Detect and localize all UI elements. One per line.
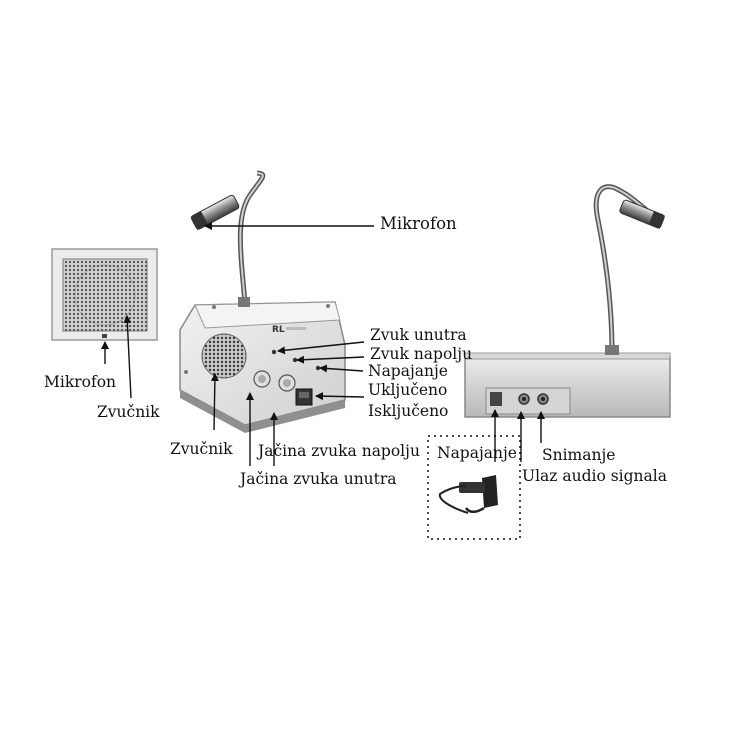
wall-speaker (51, 248, 158, 341)
label-zvuk-napolju: Zvuk napolju (370, 345, 473, 363)
label-jacina-unutra: Jačina zvuka unutra (240, 470, 397, 488)
rear-console (464, 184, 671, 418)
label-zvuk-unutra: Zvuk unutra (370, 326, 467, 344)
label-mikrofon-left: Mikrofon (44, 373, 117, 391)
label-ulaz-audio: Ulaz audio signala (522, 467, 667, 485)
label-jacina-napolju: Jačina zvuka napolju (258, 442, 420, 460)
label-iskljuceno: Isključeno (368, 402, 449, 420)
front-console: RL (179, 170, 346, 433)
label-mikrofon-top: Mikrofon (380, 214, 457, 233)
label-ukljuceno: Uključeno (368, 381, 448, 399)
leader-lines (101, 222, 545, 466)
label-zvucnik-console: Zvučnik (170, 440, 233, 458)
label-zvucnik-left: Zvučnik (97, 403, 160, 421)
label-snimanje: Snimanje (542, 446, 616, 464)
label-napajanje-rear: Napajanje (437, 444, 517, 462)
power-adapter (427, 435, 521, 540)
svg-text:RL: RL (272, 325, 285, 335)
label-napajanje-led: Napajanje (368, 362, 448, 380)
